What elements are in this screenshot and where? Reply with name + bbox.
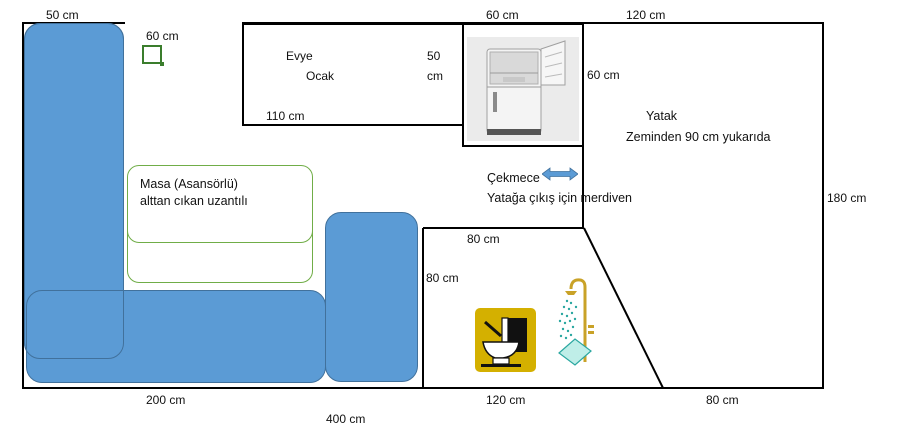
small-square-dot [160, 62, 164, 66]
kitchen-dim-110: 110 cm [266, 109, 305, 123]
table-label-line2: alttan cıkan uzantılı [140, 194, 248, 208]
shower-icon [558, 278, 594, 366]
drawer-label: Çekmece [487, 171, 540, 185]
dim-bottom-120: 120 cm [486, 393, 526, 407]
stove-label: Ocak [306, 69, 335, 83]
kitchen-dim-50: 50 [427, 49, 441, 63]
dim-fridge-side-60: 60 cm [587, 68, 620, 82]
sofa-vertical-outline [24, 23, 124, 359]
fridge-icon [467, 37, 579, 141]
dim-small-60: 60 cm [146, 29, 179, 43]
dim-top-60: 60 cm [486, 8, 519, 22]
dim-bottom-80: 80 cm [706, 393, 739, 407]
kitchen-dim-cm: cm [427, 69, 443, 83]
bed-note: Zeminden 90 cm yukarıda [626, 130, 771, 144]
top-wall-gap [125, 21, 242, 25]
double-arrow-icon [542, 167, 578, 181]
dim-top-120: 120 cm [626, 8, 666, 22]
dim-top-left-50: 50 cm [46, 8, 79, 22]
sofa-block-right [325, 212, 418, 382]
dim-right-180: 180 cm [827, 191, 867, 205]
sofa-horizontal [26, 290, 326, 383]
bed-title: Yatak [646, 109, 678, 123]
dim-bath-top-80: 80 cm [467, 232, 500, 246]
dim-total-400: 400 cm [326, 412, 366, 426]
small-square [142, 45, 162, 64]
table-top [127, 165, 313, 243]
dim-bath-left-80: 80 cm [426, 271, 459, 285]
toilet-icon [475, 308, 536, 372]
bed-divider [582, 23, 584, 228]
table-label-line1: Masa (Asansörlü) [140, 177, 238, 191]
ladder-label: Yatağa çıkış için merdiven [487, 191, 632, 205]
sink-label: Evye [286, 49, 313, 63]
dim-bottom-200: 200 cm [146, 393, 186, 407]
